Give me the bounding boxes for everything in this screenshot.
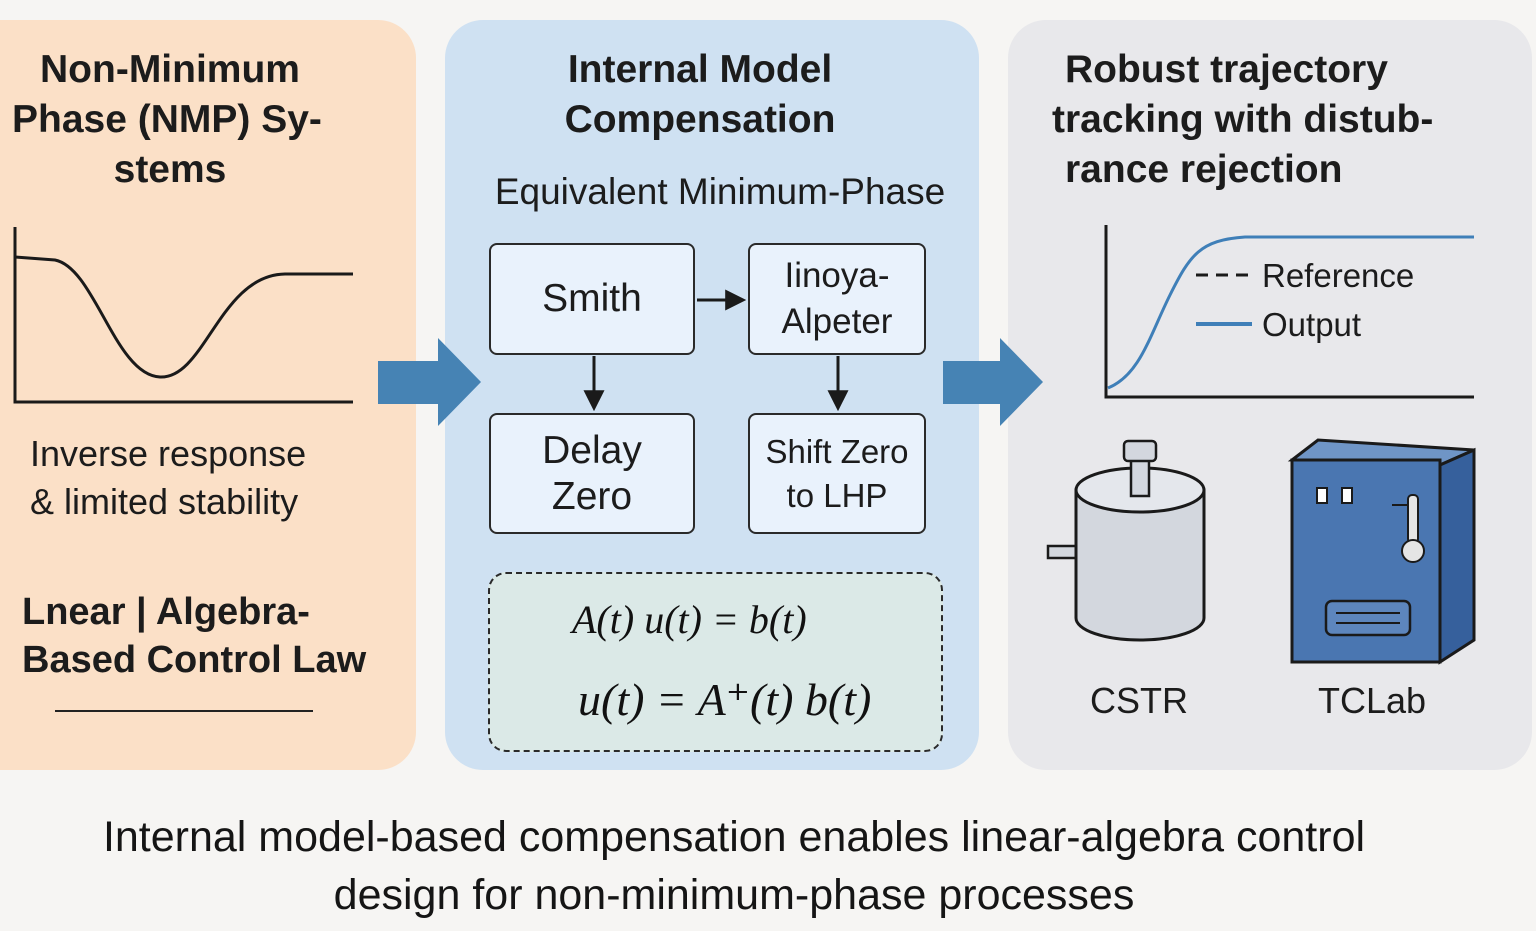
cstr-shaft	[1129, 458, 1151, 498]
robust-tracking-title: Robust trajectory tracking with distub- …	[1052, 45, 1492, 195]
plot-axes	[1104, 225, 1474, 399]
caption-line: Internal model-based compensation enable…	[102, 813, 1366, 861]
internal-model-title: Internal Model Compensation	[460, 45, 940, 145]
equation-pseudoinverse: u(t) = A⁺(t) b(t)	[578, 674, 872, 725]
delay-zero-box: Delay Zero	[489, 413, 695, 534]
cstr-label: CSTR	[1090, 680, 1188, 721]
description-line: & limited stability	[30, 481, 299, 522]
title-line: rance rejection	[1065, 148, 1343, 191]
inverse-response-curve	[14, 255, 353, 379]
title-line: Compensation	[564, 98, 836, 141]
tracking-plot	[1104, 225, 1474, 399]
figure-caption: Internal model-based compensation enable…	[0, 808, 1468, 924]
equation-box	[488, 572, 943, 752]
iinoya-alpeter-box: Iinoya- Alpeter	[748, 243, 926, 355]
box-label: to LHP	[786, 476, 888, 514]
caption-line: design for non-minimum-phase processes	[333, 871, 1135, 919]
shift-zero-box: Shift Zero to LHP	[748, 413, 926, 534]
box-label: Zero	[551, 474, 633, 518]
output-curve	[1107, 235, 1474, 390]
flow-arrow-right-1	[378, 338, 481, 426]
cstr-cap	[1122, 439, 1158, 463]
title-line: tracking with distub-	[1052, 98, 1434, 141]
inverse-response-plot	[13, 227, 353, 404]
tclab-side-face	[1438, 447, 1476, 665]
box-label: Shift Zero	[765, 432, 909, 470]
title-line: stems	[113, 148, 227, 191]
flow-arrow-right-2	[943, 338, 1043, 426]
title-line: Phase (NMP) Sy-	[12, 98, 322, 141]
title-line: Internal Model	[567, 48, 833, 91]
title-line: Robust trajectory	[1065, 48, 1388, 91]
control-law-heading: Lnear | Algebra- Based Control Law	[22, 588, 366, 684]
tclab-icon	[1287, 438, 1476, 665]
equivalent-min-phase-subtitle: Equivalent Minimum-Phase	[494, 171, 946, 212]
title-line: Non-Minimum	[40, 48, 300, 91]
nmp-systems-title: Non-Minimum Phase (NMP) Sy- stems	[0, 45, 340, 195]
smith-box: Smith	[489, 243, 695, 355]
tclab-led-left	[1316, 487, 1328, 504]
law-line: Lnear | Algebra-	[22, 591, 310, 633]
thermometer-bulb	[1401, 539, 1425, 563]
tclab-label: TCLab	[1318, 680, 1427, 721]
nmp-description: Inverse response & limited stability	[30, 430, 306, 526]
box-label: Iinoya-	[784, 256, 890, 295]
equation-linear-system: A(t) u(t) = b(t)	[572, 597, 807, 642]
plot-axes	[13, 227, 353, 404]
law-line: Based Control Law	[22, 639, 367, 681]
cstr-icon	[1046, 439, 1206, 642]
description-line: Inverse response	[30, 433, 307, 474]
tclab-vent-panel	[1324, 599, 1412, 637]
legend-output-label: Output	[1262, 306, 1362, 343]
law-underline	[55, 710, 313, 712]
tclab-led-right	[1341, 487, 1353, 504]
box-label: Alpeter	[781, 302, 893, 341]
cstr-body	[1074, 488, 1206, 642]
nmp-systems-panel	[0, 20, 416, 770]
box-label: Delay	[542, 428, 642, 472]
legend-reference-label: Reference	[1262, 257, 1415, 294]
thermometer-stem	[1407, 494, 1419, 544]
box-label: Smith	[542, 277, 642, 320]
